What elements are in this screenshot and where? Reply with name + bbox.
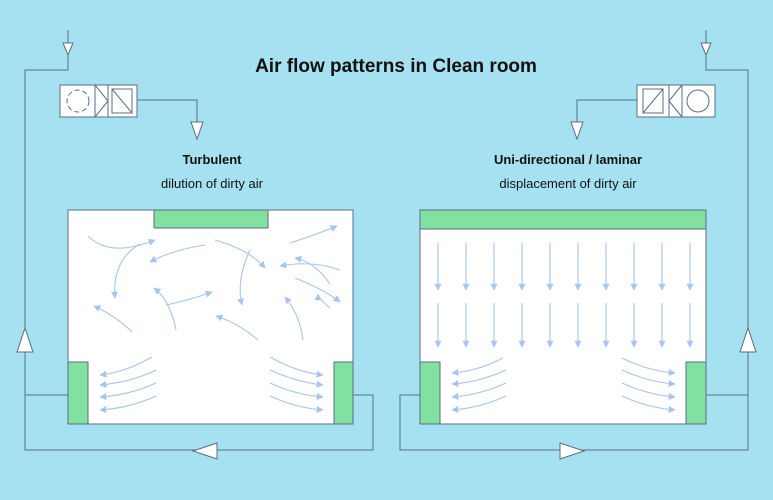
left-subheading: dilution of dirty air — [161, 176, 264, 191]
left-air-handling-unit — [59, 84, 138, 118]
filter-icon — [642, 88, 664, 114]
right-duct-system — [399, 30, 749, 451]
duct-arrow-icon — [700, 42, 712, 57]
return-grille-right — [685, 361, 707, 425]
laminar-flow-arrows — [434, 243, 694, 414]
duct-arrow-icon — [570, 121, 584, 141]
left-heading: Turbulent — [183, 152, 243, 167]
return-grille-right — [333, 361, 354, 425]
return-grille-left — [67, 361, 89, 425]
duct-arrow-icon — [190, 121, 204, 141]
duct-arrow-icon — [62, 42, 74, 57]
filter-icon — [111, 88, 133, 114]
duct-arrow-icon — [739, 326, 757, 353]
ceiling-hepa-filter — [419, 209, 707, 230]
right-subheading: displacement of dirty air — [499, 176, 637, 191]
turbulent-flow-arrows — [87, 225, 341, 414]
ceiling-hepa-filter — [153, 209, 269, 229]
duct-arrow-icon — [559, 442, 586, 460]
laminar-room — [419, 209, 707, 425]
diagram-title: Air flow patterns in Clean room — [255, 56, 537, 77]
turbulent-room — [67, 209, 354, 425]
fan-icon — [66, 89, 90, 113]
damper-icon — [668, 84, 683, 118]
left-duct-system — [24, 30, 374, 451]
duct-arrow-icon — [16, 326, 34, 353]
return-grille-left — [419, 361, 441, 425]
right-heading: Uni-directional / laminar — [494, 152, 642, 167]
damper-icon — [94, 84, 109, 118]
right-air-handling-unit — [636, 84, 716, 118]
duct-arrow-icon — [191, 442, 218, 460]
fan-icon — [686, 89, 710, 113]
